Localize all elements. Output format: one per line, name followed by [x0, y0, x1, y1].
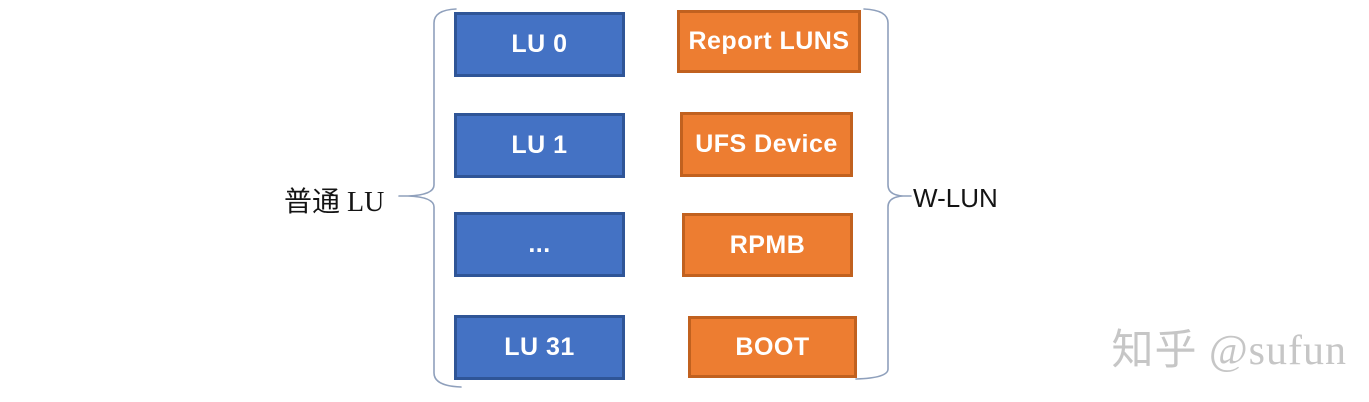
lu0-box: LU 0: [454, 12, 625, 77]
rpmb-box: RPMB: [682, 213, 853, 277]
lu1-box: LU 1: [454, 113, 625, 178]
left-brace: [398, 8, 462, 388]
watermark: 知乎 @sufun: [1111, 328, 1347, 374]
lu-ellipsis-box: ...: [454, 212, 625, 277]
left-group-label: 普通 LU: [284, 187, 385, 218]
ufs-device-box: UFS Device: [680, 112, 853, 177]
right-group-label: W-LUN: [913, 183, 998, 213]
right-brace: [855, 8, 912, 380]
lu31-box: LU 31: [454, 315, 625, 380]
report-luns-box: Report LUNS: [677, 10, 861, 73]
boot-box: BOOT: [688, 316, 857, 378]
